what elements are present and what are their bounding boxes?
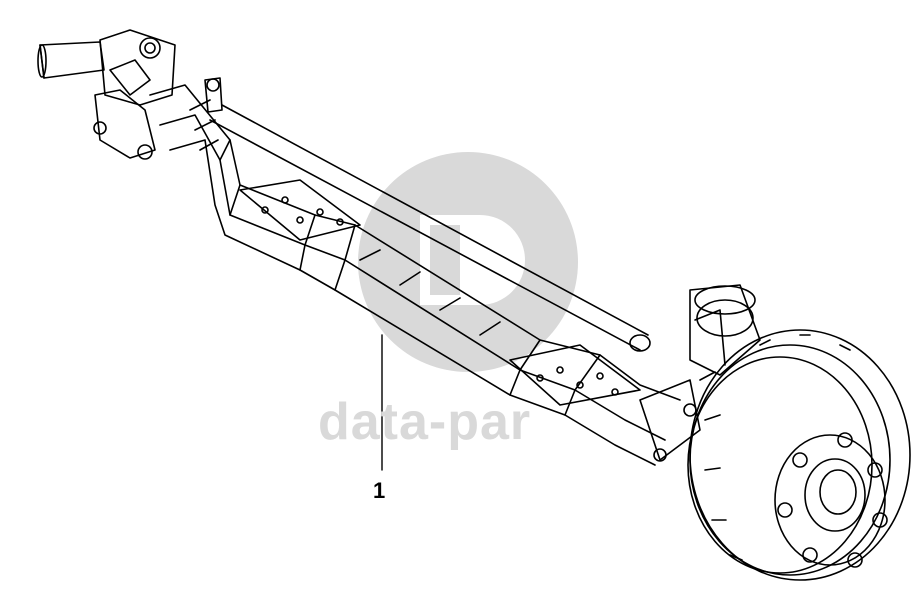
watermark-text: data-par — [318, 393, 532, 451]
tie-rod — [209, 104, 651, 352]
right-knuckle — [639, 284, 761, 462]
watermark-logo — [358, 152, 578, 372]
left-knuckle — [37, 29, 223, 160]
axle-beam — [149, 84, 681, 466]
brake-drum — [687, 329, 911, 581]
spring-pad-right — [509, 344, 641, 406]
spring-pad-left — [239, 179, 361, 241]
callout-label-1: 1 — [373, 478, 386, 503]
